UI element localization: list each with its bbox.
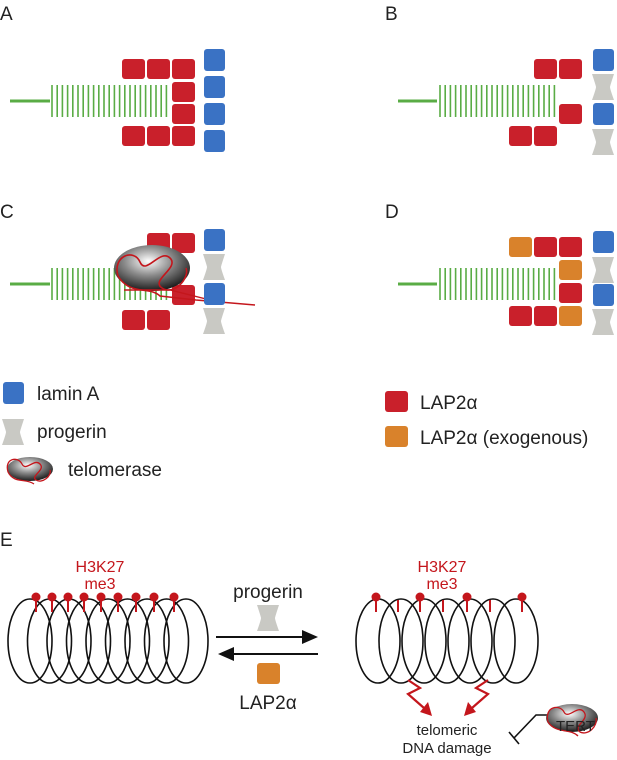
methyl-mark — [113, 592, 123, 602]
chromatin-loop — [163, 598, 209, 684]
lamin-a-column — [204, 229, 225, 305]
telomerase-complex — [114, 245, 256, 306]
telomere-repeats — [439, 85, 556, 117]
methyl-mark — [517, 592, 527, 602]
lap2a-cluster — [509, 237, 582, 326]
panel-d: D — [385, 202, 614, 335]
reverse-arrow — [218, 647, 318, 661]
telomere-repeats — [51, 85, 168, 117]
lap2a-cluster — [122, 59, 195, 146]
panel-c: C — [0, 202, 256, 334]
methyl-mark — [371, 592, 381, 602]
methyl-mark — [96, 592, 106, 602]
chromatin-loop — [143, 598, 190, 684]
chromatin-coil-left — [7, 598, 209, 684]
chromatin-loop — [424, 598, 470, 684]
progerin-icon — [257, 605, 279, 631]
telomerase-swatch — [6, 457, 53, 485]
legend-lamin-a: lamin A — [37, 384, 100, 405]
panel-a: A — [0, 4, 225, 152]
panel-a-letter: A — [0, 4, 13, 25]
methyl-mark — [462, 592, 472, 602]
chromatin-loop — [355, 598, 401, 684]
lap2a-arrow-label: LAP2α — [239, 693, 296, 714]
progerin-swatch — [2, 419, 24, 445]
methyl-mark — [169, 592, 179, 602]
h3k27me3-marks-right — [371, 592, 527, 612]
tert-inhibition — [508, 714, 548, 745]
legend-progerin: progerin — [37, 422, 107, 443]
telomere-repeats — [439, 268, 556, 300]
lamin-a-swatch — [3, 382, 24, 404]
damage-label-line2: DNA damage — [402, 740, 491, 757]
methyl-mark — [47, 592, 57, 602]
methyl-mark — [31, 592, 41, 602]
damage-arrow-right — [464, 679, 490, 716]
chromatin-coil-right — [355, 598, 539, 684]
panel-e-letter: E — [0, 530, 13, 551]
progerin-arrow-label: progerin — [233, 582, 303, 603]
h3k27-label-left-line2: me3 — [84, 576, 115, 593]
tert-telomerase-icon — [546, 704, 598, 737]
chromatin-loop — [124, 598, 170, 684]
lap2a-exo-swatch — [385, 426, 408, 447]
chromatin-loop — [493, 598, 539, 684]
panel-b: B — [385, 4, 614, 155]
chromatin-loop — [470, 598, 516, 684]
lamin-a-column — [593, 49, 614, 125]
h3k27-label-right-line2: me3 — [426, 576, 457, 593]
chromatin-loop — [65, 598, 112, 684]
h3k27-label-right: H3K27 — [418, 559, 467, 576]
h3k27-label-left: H3K27 — [76, 559, 125, 576]
h3k27me3-marks-left — [31, 592, 179, 612]
methyl-mark — [63, 592, 73, 602]
legend-lap2a: LAP2α — [420, 393, 477, 414]
damage-label-line1: telomeric — [417, 722, 478, 739]
lamin-a-column — [204, 49, 225, 152]
lap2a-exo-icon — [257, 663, 280, 684]
tert-label: TERT — [556, 718, 595, 735]
methyl-mark — [131, 592, 141, 602]
lamin-a-column — [593, 231, 614, 306]
panel-e: E H3K27 me3 progerin LAP2α H3K27 me3 — [0, 530, 598, 757]
methyl-mark — [149, 592, 159, 602]
panel-d-letter: D — [385, 202, 399, 223]
methyl-mark — [415, 592, 425, 602]
chromatin-loop — [7, 598, 53, 684]
legend-telomerase: telomerase — [68, 460, 162, 481]
legend-lap2a-exogenous: LAP2α (exogenous) — [420, 428, 588, 449]
chromatin-loop — [26, 598, 73, 684]
panel-b-letter: B — [385, 4, 398, 25]
chromatin-loop — [378, 598, 424, 684]
chromatin-loop — [104, 598, 151, 684]
legend: lamin A progerin telomerase LAP2α LAP2α … — [2, 382, 588, 485]
panel-c-letter: C — [0, 202, 14, 223]
damage-arrow-left — [406, 679, 432, 716]
chromatin-loop — [401, 598, 447, 684]
lap2a-cluster — [509, 59, 582, 146]
methyl-mark — [79, 592, 89, 602]
chromatin-loop — [85, 598, 131, 684]
forward-arrow — [216, 630, 318, 644]
chromatin-loop — [447, 598, 493, 684]
lap2a-swatch — [385, 391, 408, 412]
